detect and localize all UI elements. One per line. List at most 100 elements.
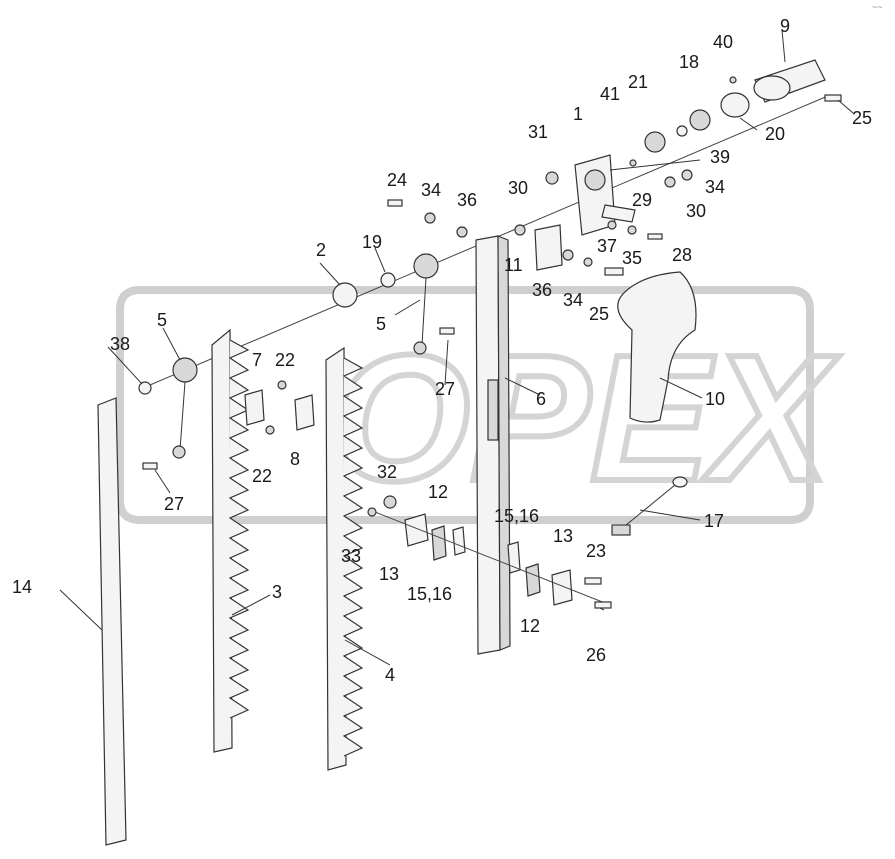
callout-27-left: 27 <box>164 494 184 514</box>
callout-10: 10 <box>705 389 725 409</box>
callout-28: 28 <box>672 245 692 265</box>
part-33-nut <box>367 507 377 517</box>
part-24-bolt <box>387 199 403 207</box>
callout-24: 24 <box>387 170 407 190</box>
part-26-bolt <box>594 601 612 609</box>
callout-8: 8 <box>290 449 300 469</box>
part-7-plate <box>244 389 265 426</box>
callout-22-top: 22 <box>275 350 295 370</box>
part-28-bolt <box>647 233 663 240</box>
callout-36-top: 36 <box>457 190 477 210</box>
callout-6: 6 <box>536 389 546 409</box>
callout-40: 40 <box>713 32 733 52</box>
callout-13-right: 13 <box>553 526 573 546</box>
leader-lines <box>59 29 854 666</box>
callout-32: 32 <box>377 462 397 482</box>
part-30-nut-center <box>514 224 526 236</box>
part-12-strip-right <box>525 563 541 597</box>
part-30-nut-right <box>664 176 676 188</box>
callout-20: 20 <box>765 124 785 144</box>
part-5-arm-upper <box>413 253 439 355</box>
part-15-16-piece-right <box>507 541 521 574</box>
callout-25-right: 25 <box>852 108 872 128</box>
part-9-tube <box>753 59 826 103</box>
callout-26: 26 <box>586 645 606 665</box>
callout-12-bottom: 12 <box>520 616 540 636</box>
part-18-bearing <box>689 109 711 131</box>
callout-19: 19 <box>362 232 382 252</box>
part-13-plate-right <box>551 569 573 606</box>
callout-30-center: 30 <box>508 178 528 198</box>
part-14-strip <box>97 397 127 846</box>
part-8-plate <box>294 394 315 431</box>
part-12-strip-left <box>431 525 447 561</box>
part-20-bushing <box>720 92 750 118</box>
callout-17: 17 <box>704 511 724 531</box>
callout-25-center: 25 <box>589 304 609 324</box>
callout-37: 37 <box>597 236 617 256</box>
callout-34-right: 34 <box>705 177 725 197</box>
opex-watermark: OPEX <box>116 286 843 524</box>
part-3-knife-bar <box>211 328 250 753</box>
part-34-washer-right <box>681 169 693 181</box>
part-22-pin-top <box>277 380 287 390</box>
callout-13-left: 13 <box>379 564 399 584</box>
part-36-washer-center <box>562 249 574 261</box>
callout-9: 9 <box>780 16 790 36</box>
part-11-bracket <box>534 224 563 271</box>
part-35-nut <box>627 225 637 235</box>
part-10-cover <box>617 271 697 423</box>
part-29-bolt <box>601 204 636 223</box>
part-34-washer-top <box>424 212 436 224</box>
callout-3: 3 <box>272 582 282 602</box>
part-2-housing <box>332 282 358 308</box>
part-32-nut <box>383 495 397 509</box>
callout-7: 7 <box>252 350 262 370</box>
part-34-washer-center <box>583 257 593 267</box>
part-22-pin-bottom <box>265 425 275 435</box>
part-13-plate-left <box>404 513 429 547</box>
part-15-16-piece-left <box>452 526 466 556</box>
part-21-bearing <box>644 131 666 153</box>
callout-labels: 1 2 3 4 5 5 6 7 8 9 10 11 12 12 13 13 14… <box>12 16 872 685</box>
part-17-spring <box>611 476 688 536</box>
callout-21: 21 <box>628 72 648 92</box>
part-36-washer-top <box>456 226 468 238</box>
callout-23: 23 <box>586 541 606 561</box>
part-27-bolt-upper <box>439 327 455 335</box>
callout-34-center: 34 <box>563 290 583 310</box>
callout-30-right: 30 <box>686 201 706 221</box>
callout-12-top: 12 <box>428 482 448 502</box>
clamp-axis <box>369 509 611 606</box>
callout-11: 11 <box>504 255 523 275</box>
callout-1: 1 <box>573 104 583 124</box>
corner-mark: ~~ <box>872 2 883 12</box>
part-31-nut <box>545 171 559 185</box>
part-40-nipple <box>729 76 737 84</box>
callout-5-center: 5 <box>376 314 386 334</box>
callout-38: 38 <box>110 334 130 354</box>
part-6-beam <box>475 235 511 655</box>
callout-36-center: 36 <box>532 280 552 300</box>
svg-text:OPEX: OPEX <box>330 318 840 519</box>
callout-35: 35 <box>622 248 642 268</box>
callout-15-16-upper: 15,16 <box>494 506 539 526</box>
callout-14: 14 <box>12 577 32 597</box>
callout-31: 31 <box>528 122 548 142</box>
part-23-bolt <box>584 577 602 585</box>
callout-4: 4 <box>385 665 395 685</box>
callout-15-16-lower: 15,16 <box>407 584 452 604</box>
callout-27-center: 27 <box>435 379 455 399</box>
callout-34-top: 34 <box>421 180 441 200</box>
callout-2: 2 <box>316 240 326 260</box>
callout-5-left: 5 <box>157 310 167 330</box>
part-41-pin <box>629 159 637 167</box>
part-37-washer <box>607 220 617 230</box>
part-25-bolt-upper <box>824 94 842 102</box>
part-19-ring <box>380 272 396 288</box>
callout-22-bottom: 22 <box>252 466 272 486</box>
callout-33: 33 <box>341 546 361 566</box>
part-25-bolt-lower <box>604 267 624 276</box>
part-4-knife-bar <box>325 346 364 771</box>
